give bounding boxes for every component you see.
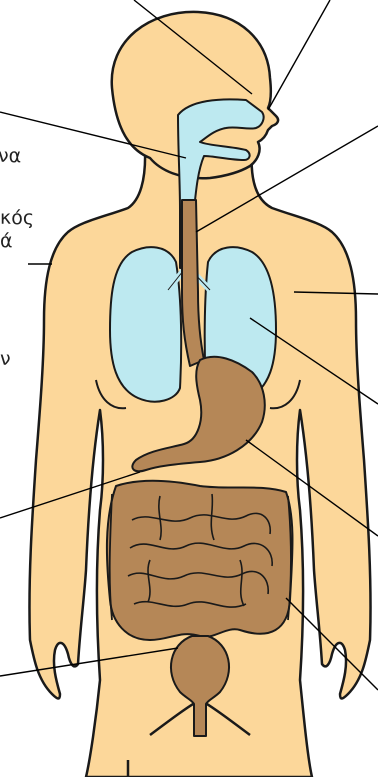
label-fragment-2: κός [0, 206, 34, 230]
label-fragment-4: ν [0, 347, 11, 371]
label-fragment-1: να [0, 144, 21, 168]
label-fragment-3: ά [0, 229, 13, 253]
small-intestine [107, 481, 293, 640]
leader-line-nostril [268, 0, 330, 110]
left-lung [110, 247, 181, 401]
